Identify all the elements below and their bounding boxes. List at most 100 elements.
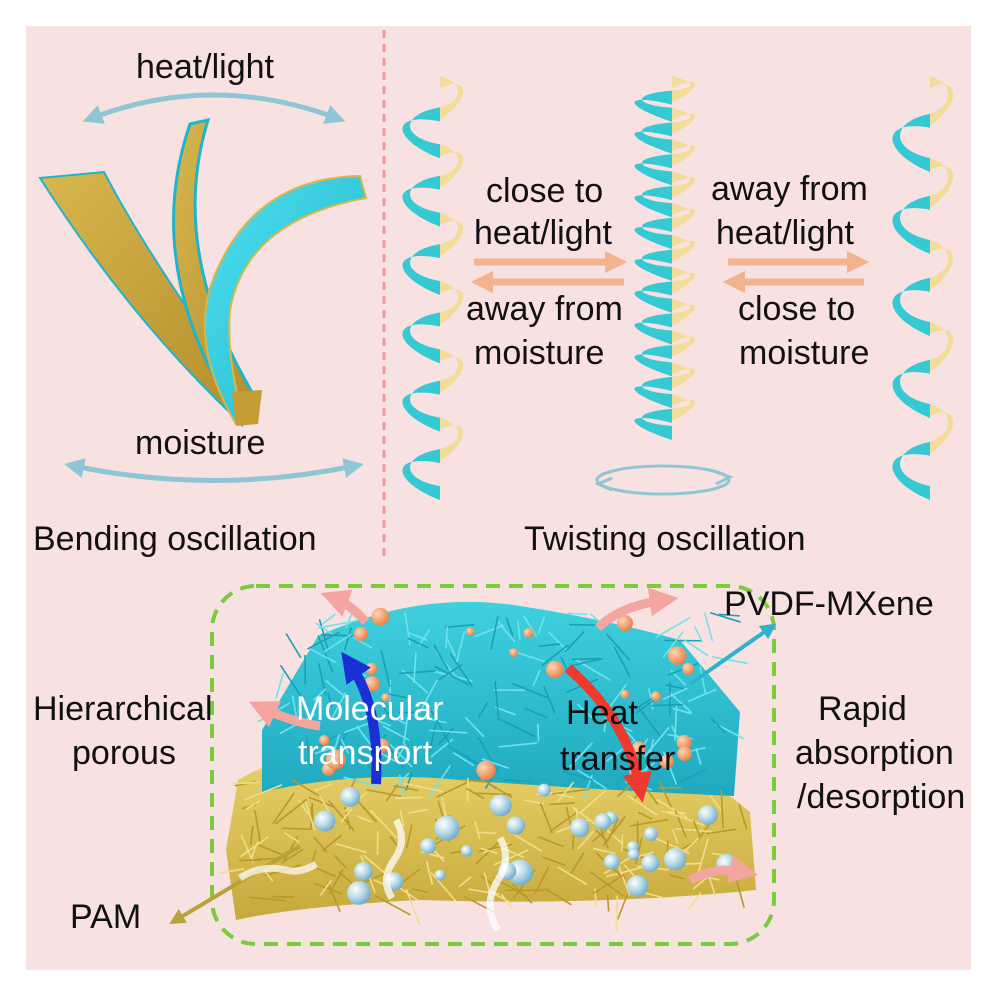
helix-front-ribbon [634, 377, 672, 409]
transfer-label: transfer [560, 740, 676, 778]
cyan-fiber [538, 643, 561, 648]
cyan-fiber [606, 633, 631, 661]
water-bubble [697, 804, 718, 825]
transport-label: transport [298, 734, 433, 772]
molecular-transport-arrow [341, 651, 382, 785]
water-bubble [664, 848, 687, 871]
cyan-fiber [651, 703, 684, 707]
orange-particle [546, 660, 564, 679]
cyan-fiber [613, 646, 631, 677]
helix-back-ribbon [672, 330, 696, 358]
gold-fiber [405, 888, 421, 927]
heat-light-label-right: heat/light [716, 214, 854, 252]
gold-fiber [654, 837, 690, 855]
cyan-fiber [415, 715, 447, 724]
water-bubble [570, 818, 590, 838]
orange-particle [319, 734, 330, 746]
helix-back-ribbon [930, 158, 954, 208]
gold-fiber [557, 866, 588, 885]
cyan-fiber [327, 692, 333, 708]
helix-back-ribbon [440, 349, 464, 393]
cyan-fiber [498, 742, 538, 748]
helix-front-ribbon [892, 359, 930, 418]
gold-fiber [577, 830, 594, 850]
water-bubble [354, 862, 373, 881]
cyan-fiber [325, 680, 346, 698]
helix-back-ribbon [672, 171, 696, 199]
cyan-fiber [395, 772, 410, 786]
cyan-fiber [453, 752, 475, 767]
water-bubble [489, 794, 512, 817]
cyan-fiber [718, 613, 741, 617]
cyan-fiber [562, 770, 594, 781]
cyan-fiber [704, 612, 713, 642]
cyan-fiber [532, 669, 541, 687]
helix-back-ribbon [672, 266, 696, 294]
cyan-fiber [408, 632, 428, 641]
cyan-fiber [413, 652, 417, 683]
cyan-fiber [665, 684, 684, 690]
gold-fiber [313, 882, 343, 895]
cyan-fiber [407, 637, 429, 649]
cyan-fiber [434, 665, 470, 686]
cyan-fiber [447, 745, 480, 765]
cyan-fiber [428, 765, 451, 797]
helix-back-ribbon [440, 76, 464, 120]
water-bubble [626, 875, 649, 897]
cyan-fiber [433, 644, 449, 670]
gold-fiber [661, 810, 686, 814]
helix-front-ribbon [892, 277, 930, 336]
hierarchical-label: Hierarchical [33, 690, 213, 728]
cyan-fiber [571, 767, 592, 775]
rapid-label: Rapid [818, 690, 907, 728]
gold-fiber [720, 789, 724, 829]
helix-back-ribbon [930, 240, 954, 290]
gold-fiber [480, 847, 498, 855]
cyan-fiber [428, 729, 468, 734]
helix-front-ribbon [402, 175, 440, 227]
helix-front-ribbon [892, 441, 930, 500]
gold-fiber [356, 815, 372, 823]
cyan-fiber [343, 627, 352, 651]
gold-fiber [512, 833, 543, 852]
gold-fiber [667, 811, 705, 826]
bending-strips-illustration [38, 117, 368, 428]
gold-fiber [319, 879, 333, 896]
orange-particle [616, 615, 633, 632]
helix-front-ribbon [634, 90, 672, 122]
gold-fiber [437, 800, 444, 818]
helix-front-ribbon [402, 380, 440, 432]
vapor-wisp-3 [238, 860, 318, 882]
gold-fiber [638, 851, 654, 858]
gold-fiber [230, 781, 260, 785]
gold-fiber [606, 893, 610, 912]
cyan-fiber [674, 705, 678, 741]
orange-particle [677, 746, 692, 762]
gold-fiber [656, 798, 688, 819]
gold-fiber [284, 832, 300, 843]
cyan-fiber [644, 738, 655, 778]
orange-particles [319, 607, 695, 781]
heat-light-label-left: heat/light [474, 214, 612, 252]
helix-back-ribbon [672, 203, 696, 230]
orange-particle [620, 689, 630, 699]
cyan-fiber [505, 617, 514, 637]
helix-back-ribbon [672, 107, 696, 135]
gold-fiber [240, 834, 254, 863]
helix-front-ribbon [402, 312, 440, 364]
cyan-fiber [396, 744, 406, 760]
gold-fiber [256, 843, 286, 857]
water-bubble [434, 869, 446, 881]
gold-fiber [669, 874, 685, 880]
water-bubble [314, 810, 336, 832]
gold-fiber [589, 871, 624, 897]
desorption-label: /desorption [797, 778, 966, 816]
orange-particle [676, 734, 692, 750]
orange-particle [353, 627, 368, 641]
gold-fiber [319, 795, 331, 814]
cyan-fiber [318, 619, 359, 629]
cyan-fiber [576, 703, 594, 719]
bending-strip-base [232, 390, 262, 426]
cyan-fiber [280, 664, 302, 697]
gold-fiber [272, 792, 295, 825]
